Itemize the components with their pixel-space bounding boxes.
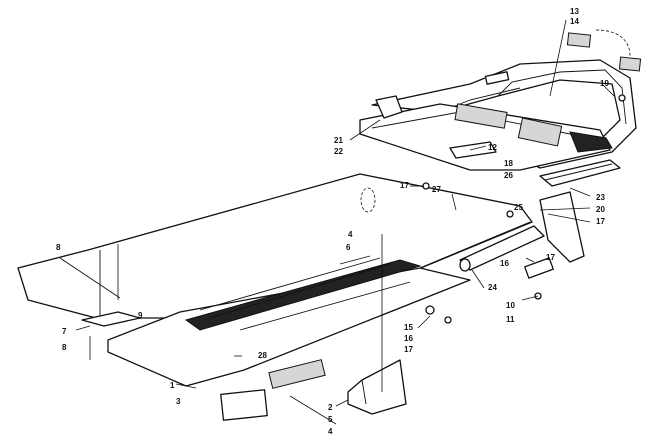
callout-16a: 16: [404, 334, 413, 343]
callout-7: 7: [62, 327, 67, 336]
callout-18: 18: [504, 159, 513, 168]
callout-28: 28: [258, 351, 267, 360]
rear-tube: [459, 225, 545, 272]
leader-lines: [75, 19, 615, 425]
callout-20: 20: [596, 205, 605, 214]
small-parts: [81, 94, 626, 421]
callout-10: 10: [506, 301, 515, 310]
callout-26: 26: [504, 171, 513, 180]
callout-3: 3: [176, 397, 181, 406]
mount-bracket-plate: [268, 359, 407, 415]
running-board: [107, 257, 471, 387]
fasteners: [89, 187, 383, 392]
callout-14: 14: [570, 17, 579, 26]
callout-13: 13: [570, 7, 579, 16]
callout-25: 25: [514, 203, 523, 212]
callout-24: 24: [488, 283, 497, 292]
callout-11: 11: [506, 315, 515, 324]
callout-23: 23: [596, 193, 605, 202]
callout-labels: 1 2 3 4 4 5 6 7 8 8 9 10 11 12 13 14 15 …: [56, 7, 609, 436]
callout-1: 1: [170, 381, 175, 390]
hitch-bracket: [539, 159, 621, 263]
callout-17a: 17: [400, 181, 409, 190]
callout-12: 12: [488, 143, 497, 152]
seat-base-bracket: [359, 95, 613, 171]
callout-2: 2: [328, 403, 333, 412]
callout-27: 27: [432, 185, 441, 194]
callout-5: 5: [328, 415, 333, 424]
callout-8a: 8: [56, 243, 61, 252]
callout-15: 15: [404, 323, 413, 332]
callout-17c: 17: [546, 253, 555, 262]
callout-17b: 17: [596, 217, 605, 226]
callout-21: 21: [334, 136, 343, 145]
callout-8b: 8: [62, 343, 67, 352]
callout-4a: 4: [348, 230, 353, 239]
callout-6: 6: [346, 243, 351, 252]
callout-22: 22: [334, 147, 343, 156]
callout-17d: 17: [404, 345, 413, 354]
callout-19: 19: [600, 79, 609, 88]
callout-16b: 16: [500, 259, 509, 268]
reflector-decals: [566, 29, 642, 72]
callout-9: 9: [138, 311, 143, 320]
callout-4b: 4: [328, 427, 333, 436]
